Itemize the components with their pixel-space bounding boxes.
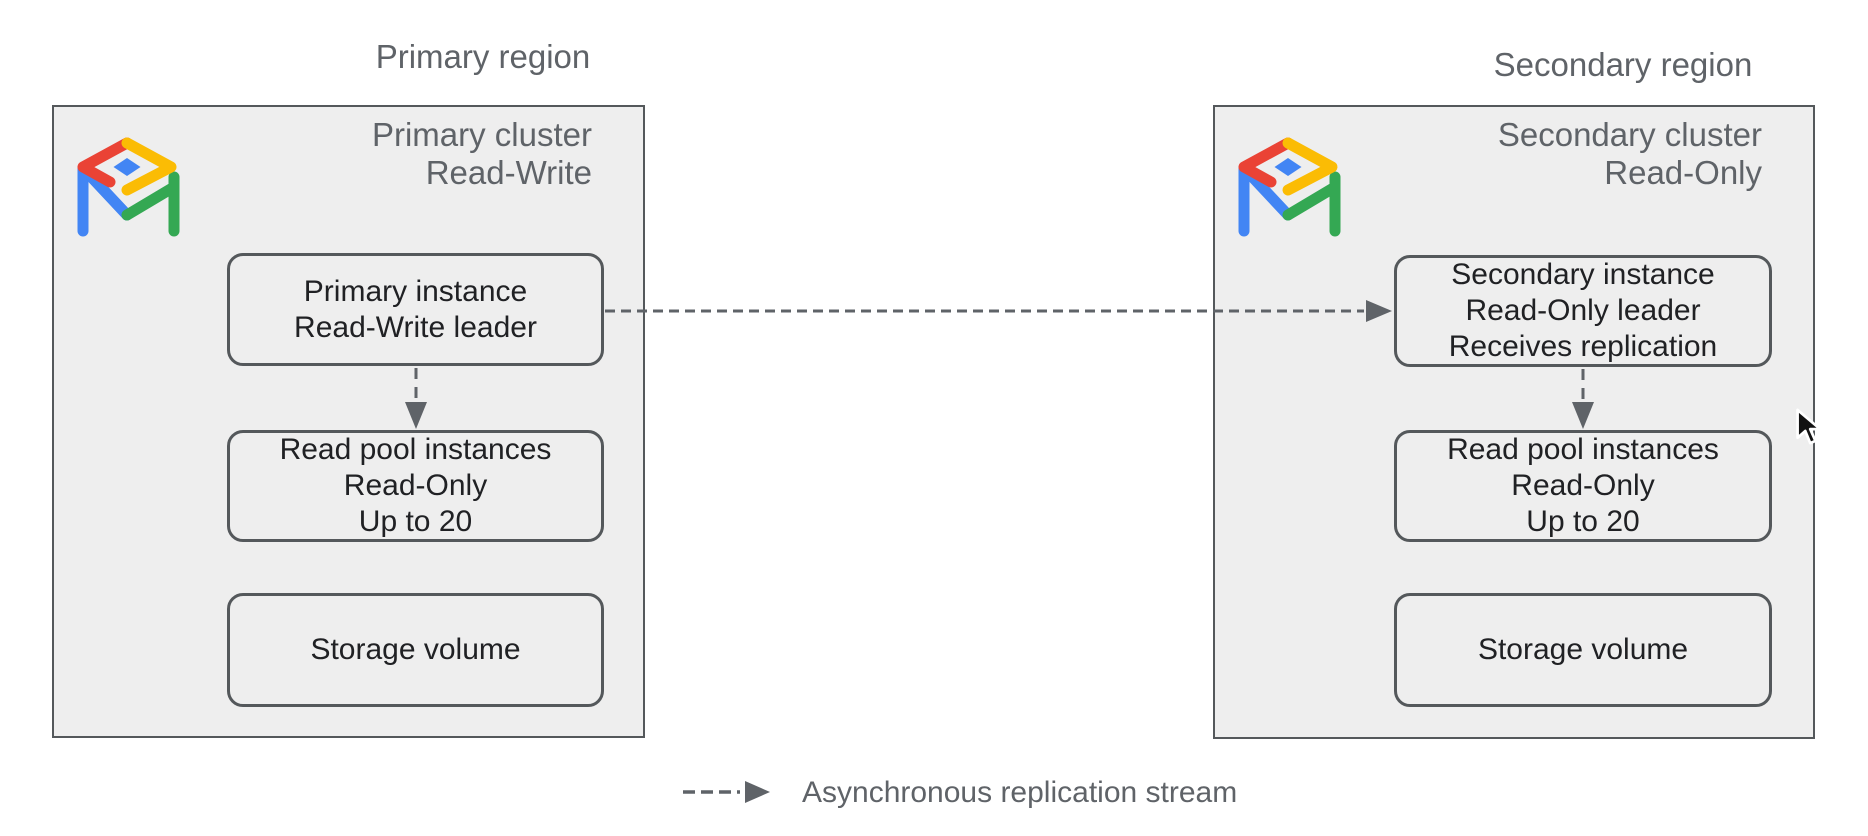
secondary-read-pool-node: Read pool instances Read-Only Up to 20: [1394, 430, 1772, 542]
primary-read-pool-node: Read pool instances Read-Only Up to 20: [227, 430, 604, 542]
secondary-read-pool-line3: Up to 20: [1526, 505, 1640, 538]
alloydb-logo-icon: [1238, 137, 1341, 237]
secondary-cluster-title-line2: Read-Only: [1604, 154, 1762, 191]
primary-instance-node: Primary instance Read-Write leader: [227, 253, 604, 366]
primary-region-label: Primary region: [375, 38, 591, 75]
secondary-read-pool-line2: Read-Only: [1511, 469, 1655, 502]
secondary-cluster-title: Secondary cluster Read-Only: [1462, 116, 1762, 192]
primary-storage-label: Storage volume: [310, 633, 521, 666]
primary-cluster-title: Primary cluster Read-Write: [292, 116, 592, 192]
primary-instance-line1: Primary instance: [303, 274, 528, 308]
primary-read-pool-line3: Up to 20: [358, 505, 473, 538]
secondary-storage-label: Storage volume: [1477, 633, 1689, 666]
secondary-instance-line2: Read-Only leader: [1465, 294, 1701, 327]
primary-read-pool-line2: Read-Only: [343, 469, 488, 502]
legend-dashed-arrow-icon: [683, 781, 770, 803]
secondary-read-pool-line1: Read pool instances: [1447, 433, 1719, 466]
primary-instance-line2: Read-Write leader: [294, 310, 537, 344]
secondary-instance-node: Secondary instance Read-Only leader Rece…: [1394, 255, 1772, 367]
secondary-instance-line1: Secondary instance: [1451, 258, 1715, 291]
primary-read-pool-line1: Read pool instances: [279, 433, 552, 466]
primary-storage-node: Storage volume: [227, 593, 604, 707]
secondary-cluster-title-line1: Secondary cluster: [1497, 116, 1762, 153]
mouse-cursor-icon: [1796, 408, 1822, 445]
primary-cluster-title-line2: Read-Write: [425, 154, 592, 191]
secondary-region-label: Secondary region: [1493, 46, 1753, 83]
alloydb-logo-icon: [77, 137, 180, 237]
secondary-storage-node: Storage volume: [1394, 593, 1772, 707]
secondary-instance-line3: Receives replication: [1448, 330, 1718, 363]
legend-label: Asynchronous replication stream: [802, 776, 1238, 809]
primary-cluster-title-line1: Primary cluster: [371, 116, 592, 153]
